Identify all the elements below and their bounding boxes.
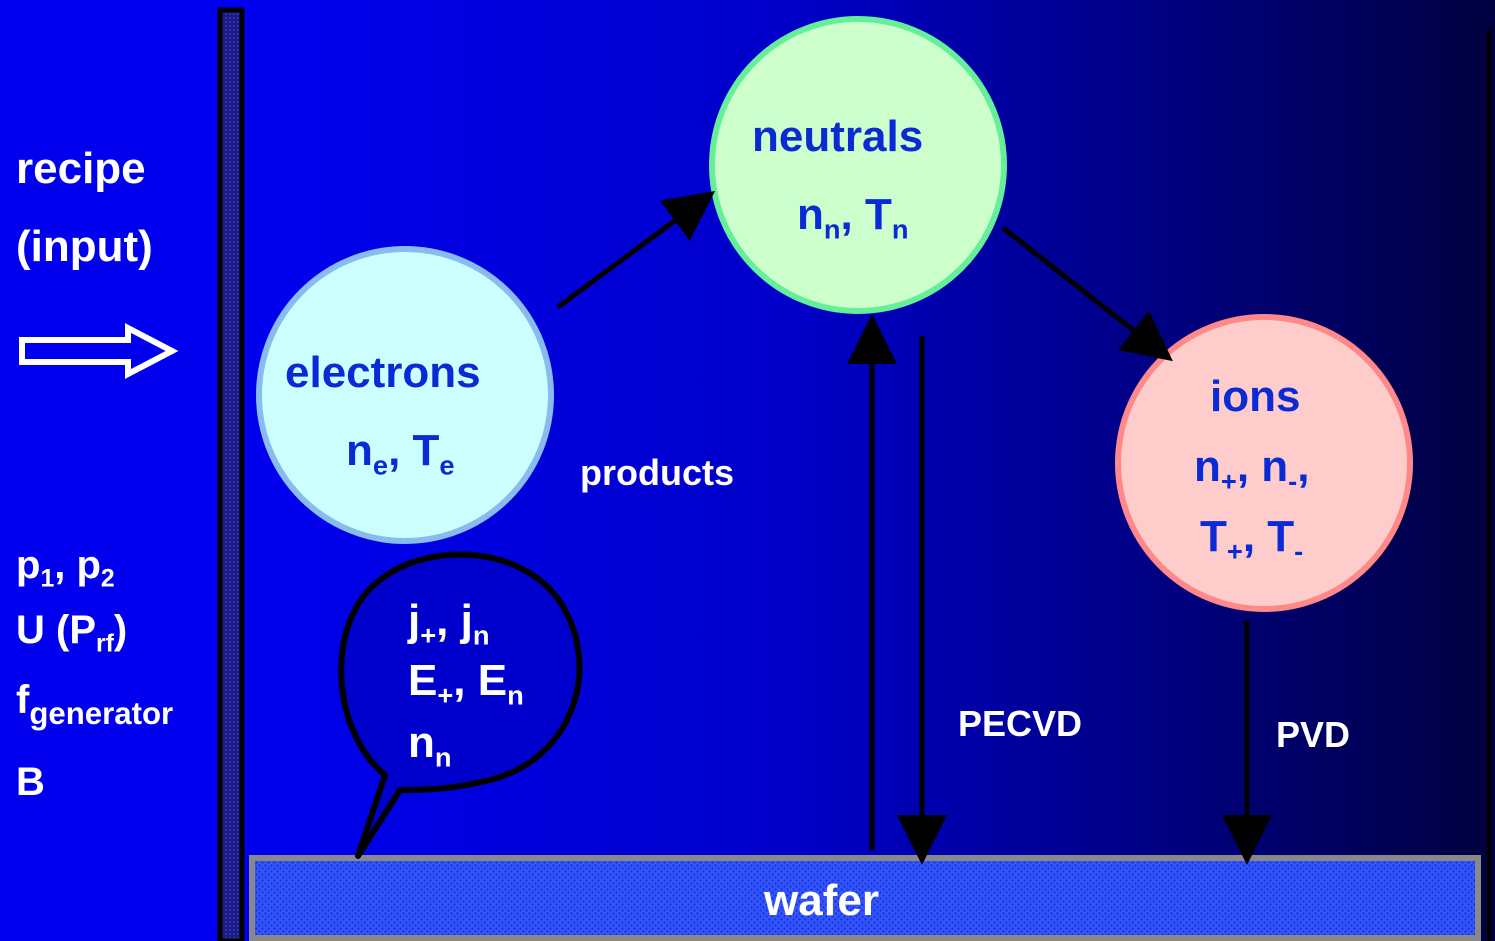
pressure-vars: p1, p2	[16, 543, 115, 593]
neutrals-vars: nn, Tn	[797, 190, 909, 245]
frequency-var: fgenerator	[16, 678, 174, 731]
neutral-density-var: nn	[408, 718, 452, 773]
pecvd-label: PECVD	[958, 703, 1083, 744]
magnetic-field-var: B	[16, 760, 45, 804]
pvd-label: PVD	[1276, 714, 1351, 755]
arrow-electrons-to-neutrals	[556, 191, 716, 310]
flux-vars: j+, jn	[408, 596, 490, 651]
input-arrow-icon	[19, 323, 179, 379]
power-var: U (Prf)	[16, 608, 128, 658]
left-panel-background	[0, 0, 230, 941]
ions-densities: n+, n-,	[1194, 442, 1310, 497]
wafer-label: wafer	[764, 876, 879, 925]
electrons-vars: ne, Te	[346, 426, 455, 481]
neutrals-node	[709, 16, 1007, 314]
electrons-title: electrons	[285, 348, 481, 397]
recipe-label: recipe	[16, 144, 146, 193]
ions-node	[1115, 314, 1413, 612]
chamber-wall	[217, 7, 245, 941]
neutrals-title: neutrals	[752, 112, 924, 161]
ions-temperatures: T+, T-	[1200, 512, 1304, 567]
arrow-neutrals-to-ions	[1001, 226, 1173, 362]
surface-bubble	[338, 551, 583, 859]
input-label: (input)	[16, 222, 153, 271]
ions-title: ions	[1210, 372, 1301, 421]
electrons-node	[256, 246, 554, 544]
products-label: products	[580, 452, 735, 493]
energy-vars: E+, En	[408, 656, 524, 711]
wafer	[249, 855, 1481, 941]
